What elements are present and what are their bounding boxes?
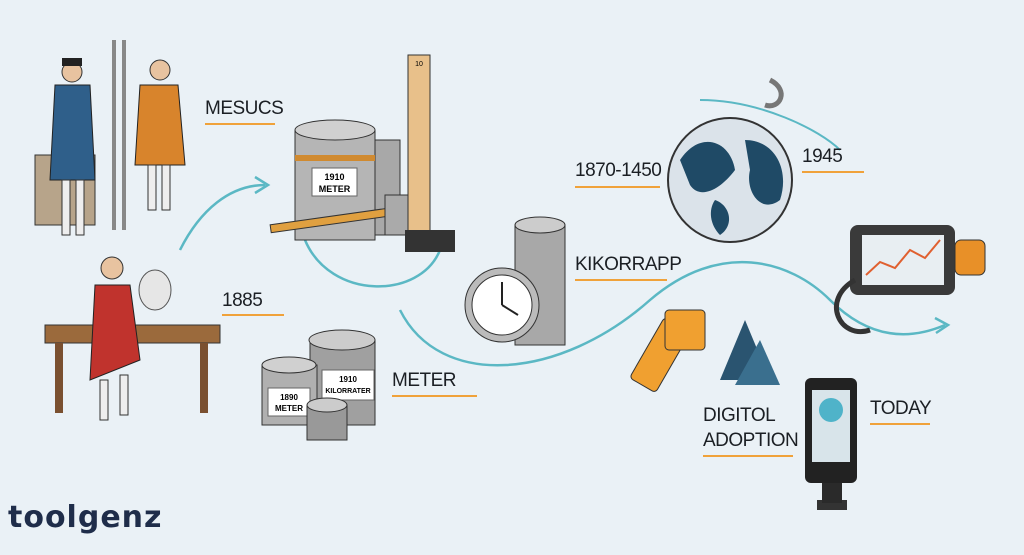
- label-digitol: DIGITOL: [703, 405, 776, 426]
- cylinder-label-year: 1910: [324, 172, 344, 182]
- arrow-line: [802, 171, 864, 173]
- logo-text: toolgenz: [8, 500, 163, 535]
- underline: [575, 186, 660, 188]
- meter-cans: 1910 KILORRATER 1890 METER: [261, 329, 376, 441]
- tablet-device-icon: [833, 225, 986, 335]
- clock-icon: [464, 216, 566, 346]
- smartphone-icon: [805, 378, 857, 510]
- label-meter: METER: [392, 370, 457, 391]
- can-label-word: METER: [275, 404, 303, 413]
- underline: [575, 279, 667, 281]
- historic-figure-desk: [44, 256, 221, 421]
- label-range: 1870-1450: [575, 160, 662, 181]
- cylinder-label-word: METER: [319, 184, 351, 194]
- flow-curve: [178, 183, 266, 251]
- underline: [870, 423, 930, 425]
- label-1885: 1885: [222, 290, 263, 311]
- can-label-year: 1890: [280, 393, 298, 402]
- historic-figures-top: [34, 40, 186, 236]
- flow-curve: [699, 99, 841, 151]
- label-1945: 1945: [802, 146, 843, 167]
- can-label-word: KILORRATER: [325, 388, 370, 395]
- label-today: TODAY: [870, 398, 932, 419]
- standard-meter-cylinder: 1910 METER 10: [269, 54, 455, 252]
- flow-arrow: [254, 175, 271, 195]
- flow-arrow: [934, 316, 951, 335]
- can-label-year: 1910: [339, 375, 357, 384]
- ruler-label: 10: [415, 61, 423, 68]
- toolgenz-logo: toolgenz: [8, 500, 162, 535]
- digital-tools-icon: [630, 309, 780, 392]
- globe-icon: [667, 77, 793, 243]
- underline: [703, 455, 793, 457]
- flow-curve: [303, 239, 442, 288]
- label-kikorrapp: KIKORRAPP: [575, 254, 682, 275]
- label-adoption: ADOPTION: [703, 430, 799, 451]
- arrow-line: [222, 314, 284, 316]
- label-mesucs: MESUCS: [205, 98, 284, 119]
- flow-curve: [398, 260, 946, 367]
- arrow-line: [392, 395, 477, 397]
- underline: [205, 123, 275, 125]
